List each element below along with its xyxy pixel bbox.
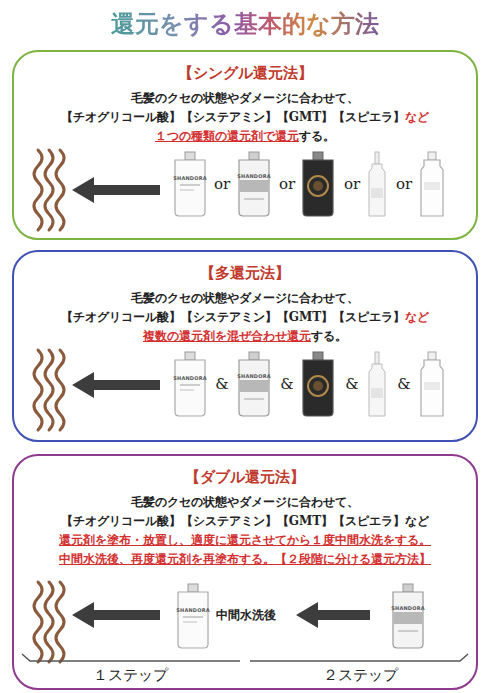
caption-label: or — [214, 175, 230, 193]
method-panel: 【多還元法】毛髪のクセの状態やダメージに合わせて、【チオグリコール酸】【システア… — [12, 250, 478, 442]
title-wrap: 還元をする基本的な方法 — [0, 8, 490, 40]
panel-text: 毛髪のクセの状態やダメージに合わせて、 — [131, 91, 359, 105]
caption-label: or — [279, 175, 295, 193]
text-line: 毛髪のクセの状態やダメージに合わせて、 — [14, 493, 476, 512]
panel-text: 還元剤を塗布・放置し、適度に還元させてから１度中間水洗をする。 — [59, 533, 431, 547]
panel-text: 中間水洗後、再度還元剤を再塗布する。【２段階に分ける還元方法】 — [59, 552, 431, 566]
panel-text: する。 — [299, 129, 335, 143]
panel-text: １つの種類の還元剤で還元 — [155, 129, 299, 143]
panel-text: 【チオグリコール酸】【システアミン】【GMT】【スピエラ】 — [61, 110, 405, 124]
panel-text: 毛髪のクセの状態やダメージに合わせて、 — [131, 495, 359, 509]
caption-label: & — [280, 375, 293, 393]
text-line: 【チオグリコール酸】【システアミン】【GMT】【スピエラ】など — [14, 108, 476, 127]
panel-heading: 【シングル還元法】 — [178, 64, 313, 82]
panel-heading: 【ダブル還元法】 — [185, 468, 305, 486]
text-line: 【ダブル還元法】 — [14, 466, 476, 489]
text-line: 【シングル還元法】 — [14, 62, 476, 85]
text-line: 中間水洗後、再度還元剤を再塗布する。【２段階に分ける還元方法】 — [14, 550, 476, 569]
product-label: SHANDORA — [176, 607, 210, 613]
product-label: SHANDORA — [237, 173, 271, 179]
text-line: 【チオグリコール酸】【システアミン】【GMT】【スピエラ】など — [14, 308, 476, 327]
panel-text: 複数の還元剤を混ぜ合わせ還元 — [143, 329, 311, 343]
caption-label: & — [345, 375, 358, 393]
text-line: 【多還元法】 — [14, 262, 476, 285]
text-line: 【チオグリコール酸】【システアミン】【GMT】【スピエラ】など — [14, 512, 476, 531]
product-label: SHANDORA — [391, 605, 425, 611]
method-panel: 【シングル還元法】毛髪のクセの状態やダメージに合わせて、【チオグリコール酸】【シ… — [12, 50, 478, 240]
panel-heading: 【多還元法】 — [200, 264, 290, 282]
page-title: 還元をする基本的な方法 — [111, 9, 379, 38]
panel-text: 毛髪のクセの状態やダメージに合わせて、 — [131, 291, 359, 305]
panel-text: など — [405, 310, 429, 324]
text-line: 毛髪のクセの状態やダメージに合わせて、 — [14, 289, 476, 308]
panel-text: など — [405, 110, 429, 124]
panel-text: 【チオグリコール酸】【システアミン】【GMT】【スピエラ】 — [61, 310, 405, 324]
text-line: １つの種類の還元剤で還元する。 — [14, 127, 476, 146]
caption-label: 中間水洗後 — [216, 607, 276, 624]
panel-text: 【チオグリコール酸】【システアミン】【GMT】【スピエラ】など — [61, 514, 429, 528]
product-label: SHANDORA — [173, 175, 207, 181]
caption-label: or — [396, 175, 412, 193]
text-line: 還元剤を塗布・放置し、適度に還元させてから１度中間水洗をする。 — [14, 531, 476, 550]
text-line: 複数の還元剤を混ぜ合わせ還元する。 — [14, 327, 476, 346]
panel-text: する。 — [311, 329, 347, 343]
caption-label: & — [215, 375, 228, 393]
caption-label: ２ステップ — [323, 666, 398, 685]
product-label: SHANDORA — [173, 375, 207, 381]
product-label: SHANDORA — [237, 373, 271, 379]
text-line: 毛髪のクセの状態やダメージに合わせて、 — [14, 89, 476, 108]
method-panel: 【ダブル還元法】毛髪のクセの状態やダメージに合わせて、【チオグリコール酸】【シス… — [12, 454, 478, 690]
caption-label: １ステップ — [93, 666, 168, 685]
caption-label: or — [344, 175, 360, 193]
caption-label: & — [397, 375, 410, 393]
